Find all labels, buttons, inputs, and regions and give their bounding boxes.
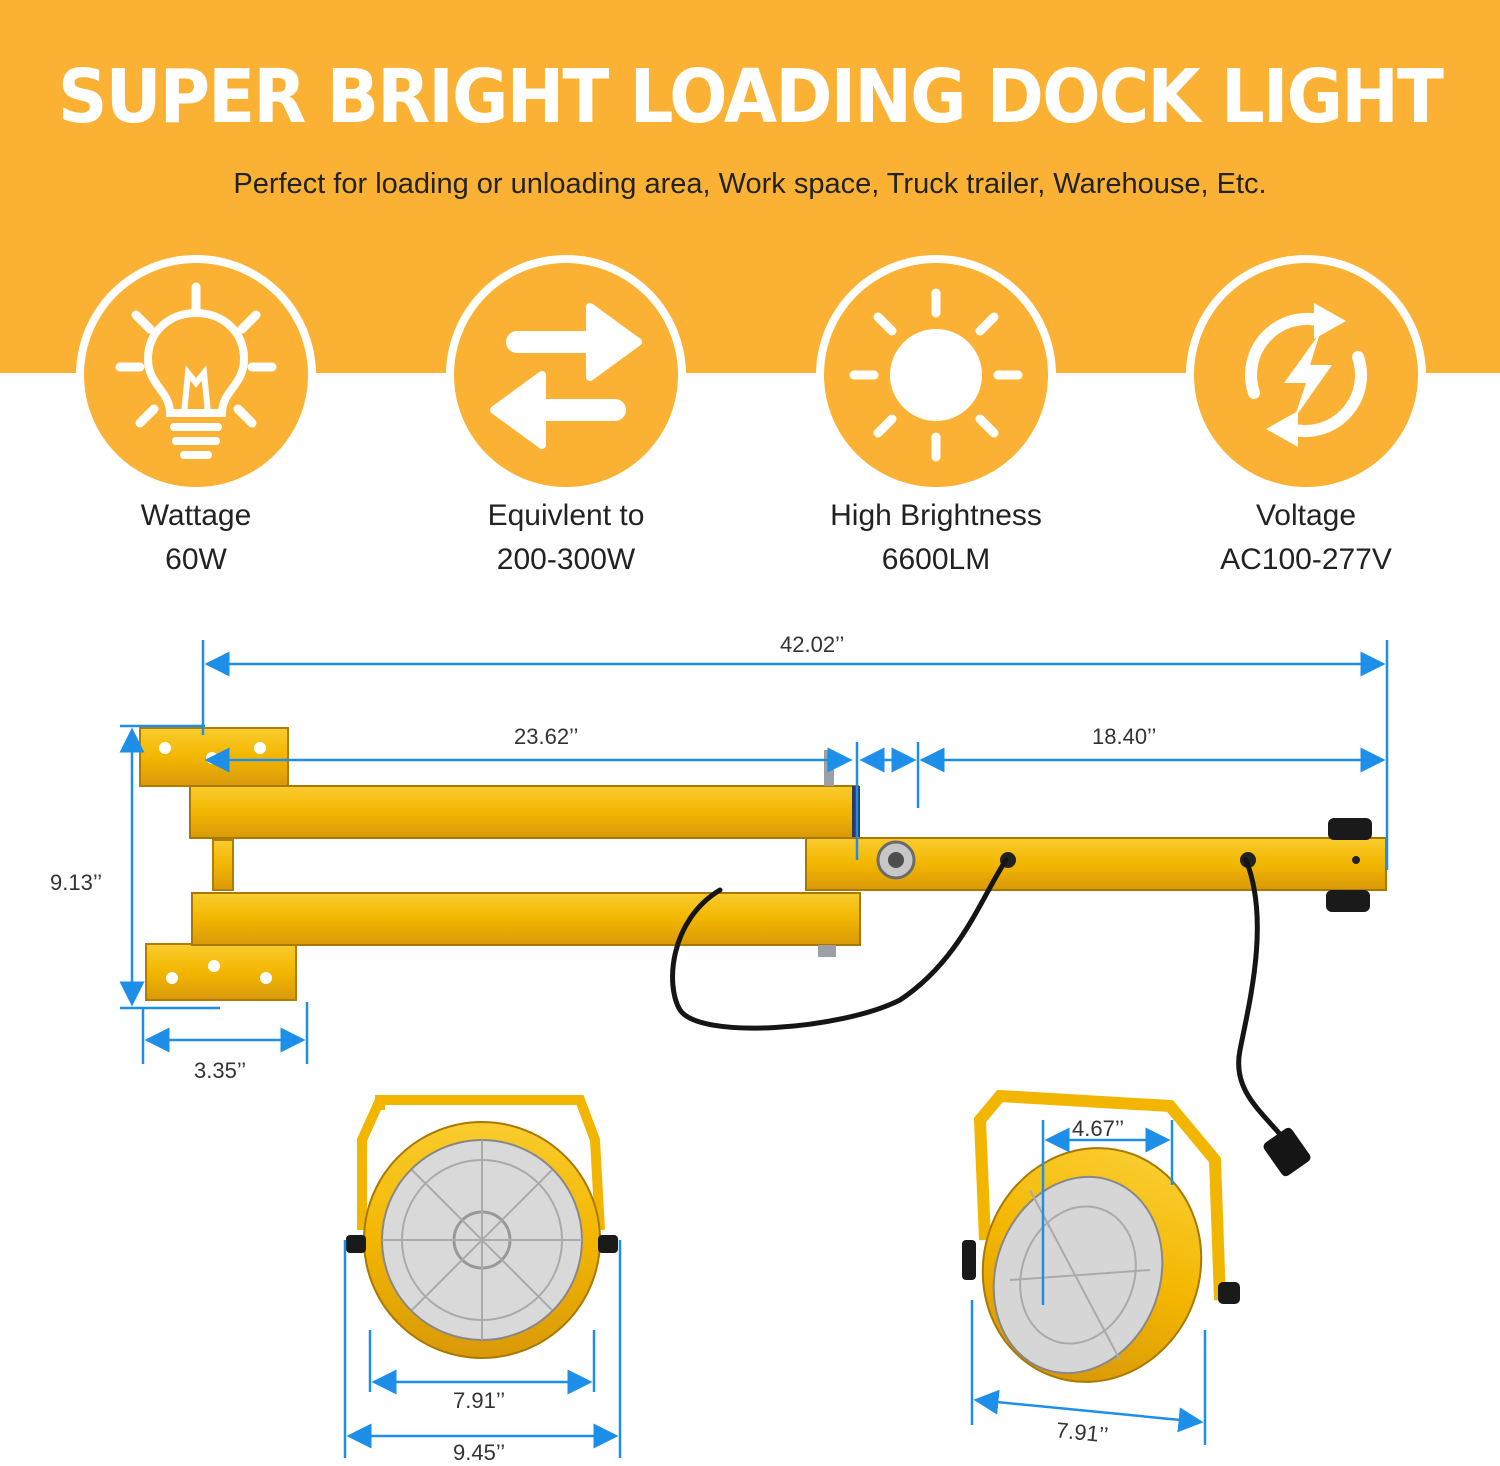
- dim-second-arm: 18.40’’: [1092, 724, 1157, 749]
- dim-bracket-width: 3.35’’: [194, 1058, 247, 1083]
- dimension-diagram: 42.02’’ 23.62’’ 18.40’’ 9.13’’ 3.35’’ 7.…: [0, 600, 1500, 1465]
- dimension-lines: [119, 640, 1389, 1458]
- feature-voltage: Voltage AC100-277V: [1186, 255, 1426, 576]
- feature-label: Voltage: [1255, 499, 1357, 532]
- feature-label: Equivlent to: [487, 499, 645, 532]
- dim-lamp-face-side: 7.91’’: [1054, 1417, 1110, 1448]
- feature-label: High Brightness: [830, 499, 1042, 532]
- product-drawing: [119, 640, 1389, 1458]
- dim-lamp-depth: 4.67’’: [1072, 1116, 1125, 1141]
- dim-height: 9.13’’: [50, 870, 103, 895]
- lightbulb-icon: [115, 282, 277, 459]
- feature-brightness: High Brightness 6600LM: [816, 255, 1056, 576]
- feature-badge: [816, 255, 1056, 495]
- arm-extension: [805, 818, 1387, 912]
- feature-badge: [76, 255, 316, 495]
- dim-lamp-face: 7.91’’: [453, 1388, 506, 1413]
- page-title: SUPER BRIGHT LOADING DOCK LIGHT: [57, 54, 1444, 140]
- lamp-front-view: [346, 1095, 618, 1359]
- feature-badge: [1186, 255, 1426, 495]
- feature-wattage: Wattage 60W: [76, 255, 316, 576]
- energy-cycle-icon: [1245, 303, 1367, 447]
- feature-value: 200-300W: [496, 543, 636, 576]
- feature-value: AC100-277V: [1220, 543, 1392, 576]
- swap-arrows-icon: [490, 303, 642, 449]
- feature-value: 60W: [165, 543, 227, 576]
- sun-icon: [849, 288, 1023, 462]
- cord-connector: [1263, 1127, 1311, 1177]
- power-cord: [670, 857, 1288, 1143]
- lamp-angled-view: [962, 1089, 1240, 1383]
- page-subtitle: Perfect for loading or unloading area, W…: [233, 168, 1267, 200]
- dim-first-arm: 23.62’’: [514, 724, 579, 749]
- feature-badge: [446, 255, 686, 495]
- feature-equivalent: Equivlent to 200-300W: [446, 255, 686, 576]
- arm-lower: [191, 892, 861, 957]
- feature-value: 6600LM: [881, 543, 991, 576]
- arm-upper: [189, 750, 860, 839]
- feature-label: Wattage: [140, 499, 252, 532]
- dim-lamp-width: 9.45’’: [453, 1440, 506, 1465]
- dim-total-length: 42.02’’: [780, 632, 845, 657]
